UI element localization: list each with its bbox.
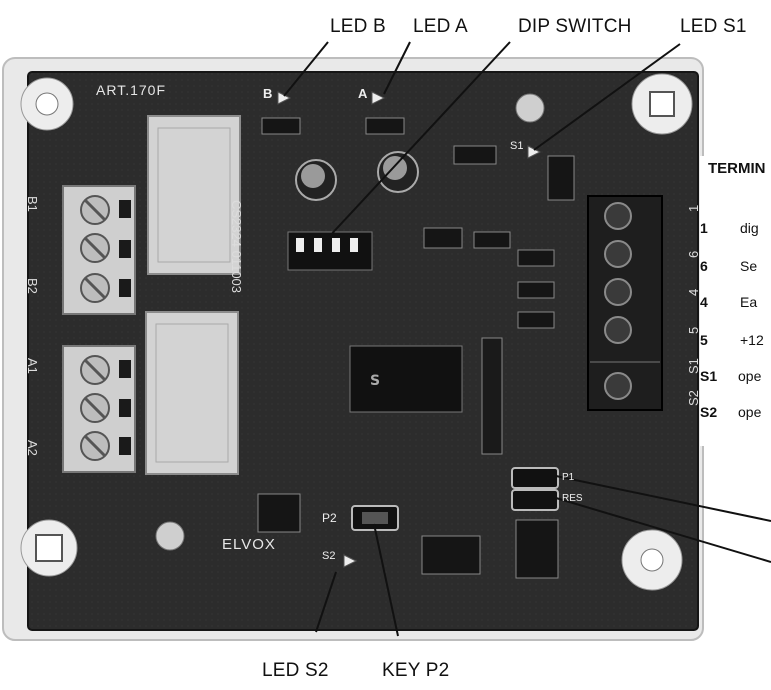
right-terminal-block xyxy=(587,195,663,411)
relays xyxy=(145,115,241,475)
terminal-label-a1: A1 xyxy=(25,358,40,374)
terminal-label-1: 1 xyxy=(686,204,701,212)
svg-text:S: S xyxy=(370,373,380,389)
push-keys xyxy=(351,467,559,531)
terminal-row-key: S1 xyxy=(700,368,718,384)
terminal-label-5: 5 xyxy=(686,326,701,334)
terminal-label-s2: S2 xyxy=(686,390,701,406)
key-mark-res: RES xyxy=(562,493,583,504)
board-model-label: ART.170F xyxy=(96,82,166,98)
terminal-label-b1: B1 xyxy=(25,196,40,212)
terminal-row-value: Ea xyxy=(740,294,758,310)
mounting-posts xyxy=(20,73,693,591)
terminal-row-key: 4 xyxy=(700,294,708,310)
terminal-row-key: S2 xyxy=(700,404,718,420)
terminals-legend: TERMIN 1 dig 6 Se 4 Ea 5 +12 S1 ope S2 o… xyxy=(700,156,771,446)
terminal-row-value: Se xyxy=(740,258,758,274)
smd-components xyxy=(257,117,575,579)
key-mark-p2: P2 xyxy=(322,511,337,525)
terminal-label-b2: B2 xyxy=(25,278,40,294)
terminal-row-key: 5 xyxy=(700,332,708,348)
led-mark-s1: S1 xyxy=(510,140,524,152)
terminal-label-6: 6 xyxy=(686,250,701,258)
pcb-code-label: CS2324 011003 xyxy=(229,200,244,294)
terminal-row-value: dig xyxy=(740,220,759,236)
terminals-title: TERMIN xyxy=(708,160,766,177)
terminal-label-4: 4 xyxy=(686,288,701,296)
dip-switch-body xyxy=(287,231,373,271)
ground-screw xyxy=(155,521,185,551)
terminal-row-value: ope xyxy=(738,404,762,420)
callout-led-s2: LED S2 xyxy=(262,660,329,681)
board-brand-label: ELVOX xyxy=(222,536,276,553)
microcontroller: S xyxy=(349,345,463,413)
led-mark-a: A xyxy=(358,86,368,101)
callout-led-s1: LED S1 xyxy=(680,16,747,37)
led-mark-b: B xyxy=(263,86,273,101)
callout-dip-switch: DIP SWITCH xyxy=(518,16,632,37)
terminal-row-key: 6 xyxy=(700,258,708,274)
led-mark-s2: S2 xyxy=(322,550,336,562)
capacitors xyxy=(295,93,545,201)
callout-led-a: LED A xyxy=(413,16,468,37)
terminal-row-value: ope xyxy=(738,368,762,384)
terminal-label-s1: S1 xyxy=(686,358,701,374)
callout-key-p2: KEY P2 xyxy=(382,660,450,681)
leader-lines xyxy=(283,41,771,637)
left-terminal-blocks xyxy=(62,185,136,473)
leds xyxy=(277,91,542,568)
pin-header xyxy=(481,337,503,455)
terminal-row-value: +12 xyxy=(740,332,764,348)
terminal-row-key: 1 xyxy=(700,220,708,236)
callout-led-b: LED B xyxy=(330,16,386,37)
key-mark-p1: P1 xyxy=(562,472,575,483)
terminal-label-a2: A2 xyxy=(25,440,40,456)
